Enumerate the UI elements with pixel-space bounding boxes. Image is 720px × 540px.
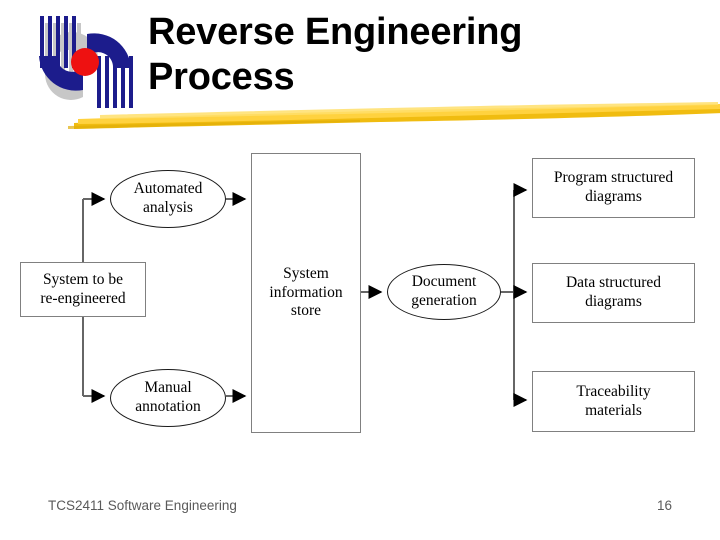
node-document-generation[interactable]: Document generation bbox=[387, 264, 501, 320]
node-label: System information store bbox=[269, 264, 343, 320]
node-manual-annotation[interactable]: Manual annotation bbox=[110, 369, 226, 427]
yellow-brush-divider bbox=[60, 93, 720, 133]
node-system-information-store[interactable]: System information store bbox=[251, 153, 361, 433]
node-label: Document generation bbox=[411, 273, 477, 309]
node-program-structured-diagrams[interactable]: Program structured diagrams bbox=[532, 158, 695, 218]
footer-course-label: TCS2411 Software Engineering bbox=[48, 498, 237, 513]
node-label: Manual annotation bbox=[135, 379, 201, 415]
node-traceability-materials[interactable]: Traceability materials bbox=[532, 371, 695, 432]
slide-footer: TCS2411 Software Engineering 16 bbox=[48, 498, 672, 513]
node-label: System to be re-engineered bbox=[40, 270, 126, 307]
node-label: Program structured diagrams bbox=[553, 169, 674, 205]
footer-page-number: 16 bbox=[656, 498, 672, 513]
node-data-structured-diagrams[interactable]: Data structured diagrams bbox=[532, 263, 695, 323]
node-label: Data structured diagrams bbox=[565, 274, 662, 310]
node-label: Traceability materials bbox=[576, 382, 651, 419]
page-title: Reverse Engineering Process bbox=[148, 10, 708, 100]
logo-red-circle bbox=[71, 48, 99, 76]
mmu-logo-graphic bbox=[39, 16, 133, 108]
brush-stroke-graphic bbox=[68, 102, 720, 129]
page-title-line-1: Reverse Engineering bbox=[148, 11, 523, 53]
node-automated-analysis[interactable]: Automated analysis bbox=[110, 170, 226, 228]
node-system-to-be-re-engineered[interactable]: System to be re-engineered bbox=[20, 262, 146, 317]
logo-arc-right bbox=[87, 33, 131, 68]
mmu-logo bbox=[33, 12, 141, 112]
node-label: Automated analysis bbox=[133, 180, 203, 216]
page-title-line-2: Process bbox=[148, 55, 295, 98]
